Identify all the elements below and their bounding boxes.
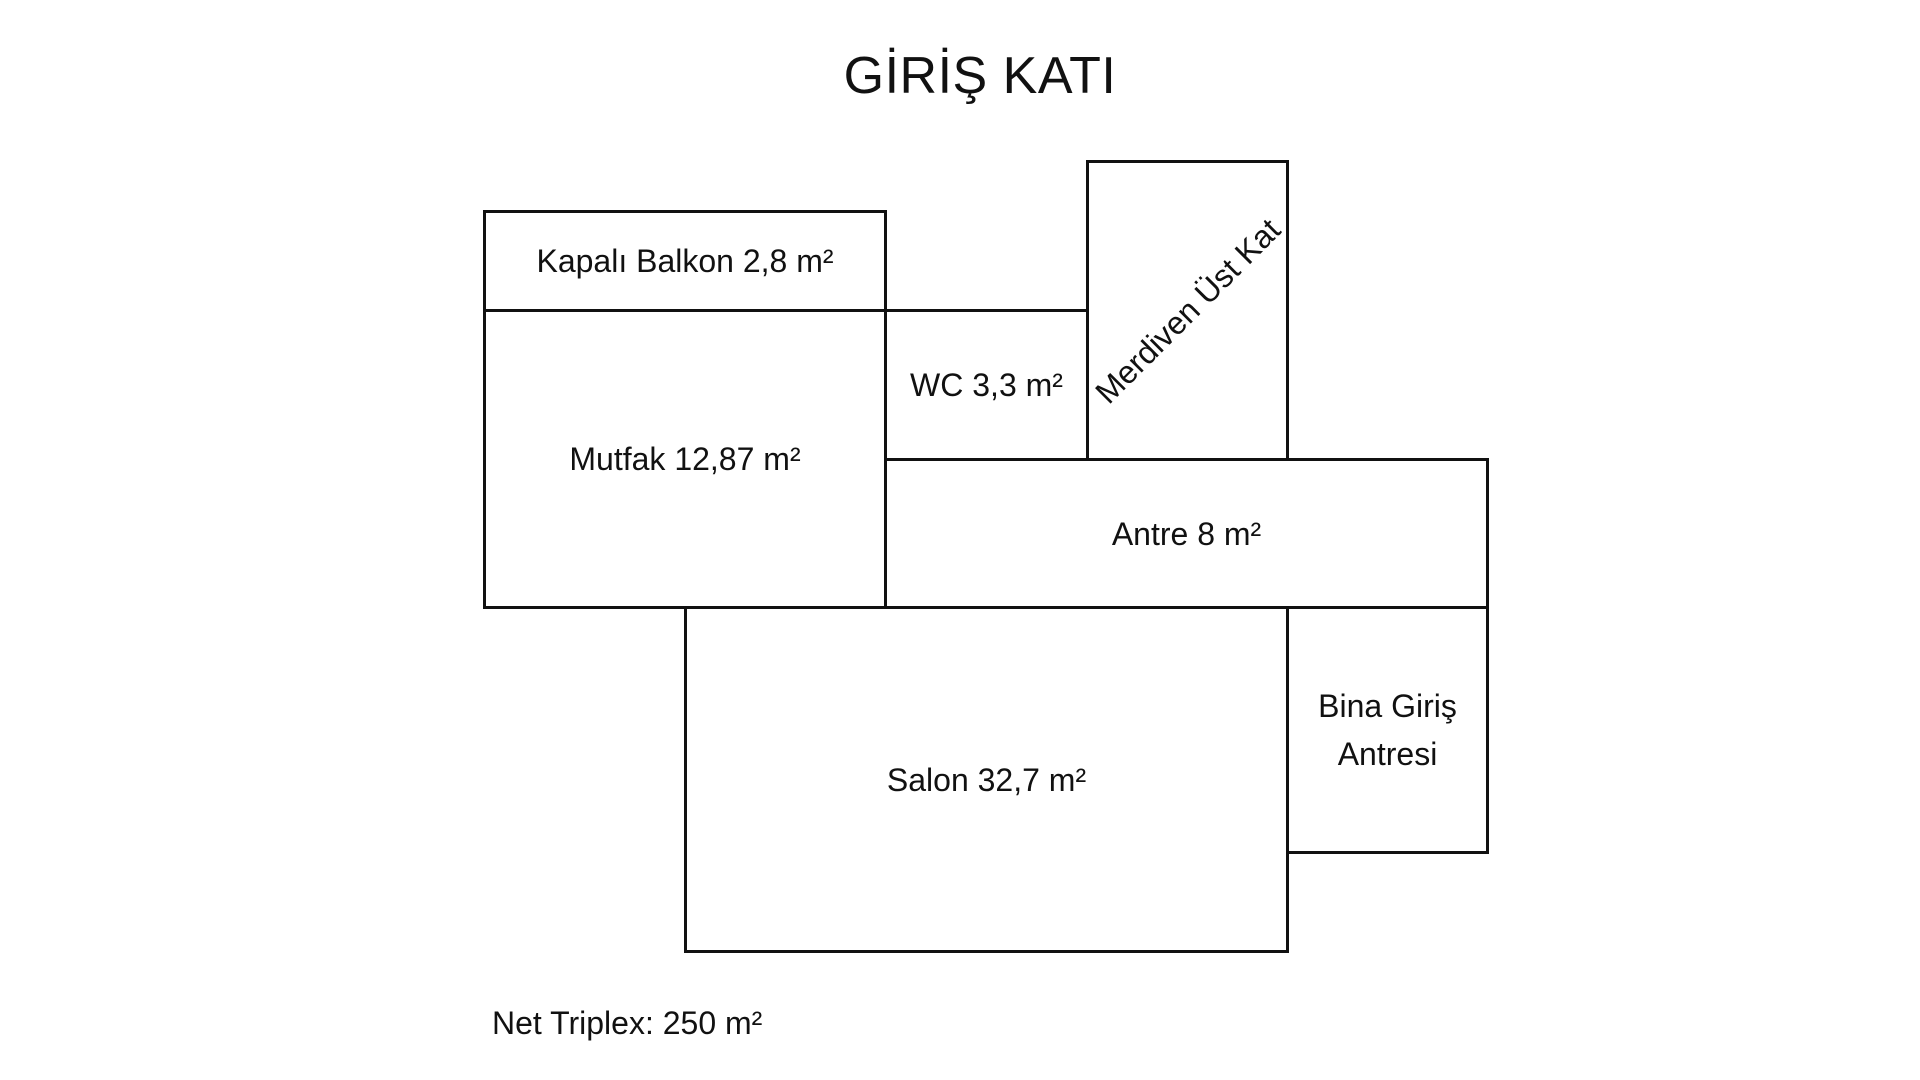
floor-plan-title: GİRİŞ KATI xyxy=(843,47,1117,105)
room-kapali-balkon: Kapalı Balkon 2,8 m² xyxy=(483,210,887,312)
room-label-bina-giris-antresi: Bina Giriş Antresi xyxy=(1318,688,1457,772)
net-area-note: Net Triplex: 250 m² xyxy=(492,1005,763,1041)
room-label-kapali-balkon: Kapalı Balkon 2,8 m² xyxy=(536,243,834,279)
room-wc: WC 3,3 m² xyxy=(884,309,1089,461)
room-bina-giris-antresi: Bina Giriş Antresi xyxy=(1286,606,1489,854)
room-antre: Antre 8 m² xyxy=(884,458,1489,609)
room-label-merdiven: Merdiven Üst Kat xyxy=(1088,211,1288,410)
room-label-mutfak: Mutfak 12,87 m² xyxy=(569,441,801,477)
room-label-salon: Salon 32,7 m² xyxy=(886,761,1087,798)
room-salon: Salon 32,7 m² xyxy=(684,606,1289,953)
room-label-wc: WC 3,3 m² xyxy=(910,367,1063,403)
room-merdiven: Merdiven Üst Kat xyxy=(1086,160,1289,461)
room-mutfak: Mutfak 12,87 m² xyxy=(483,309,887,609)
room-label-antre: Antre 8 m² xyxy=(1111,515,1262,552)
